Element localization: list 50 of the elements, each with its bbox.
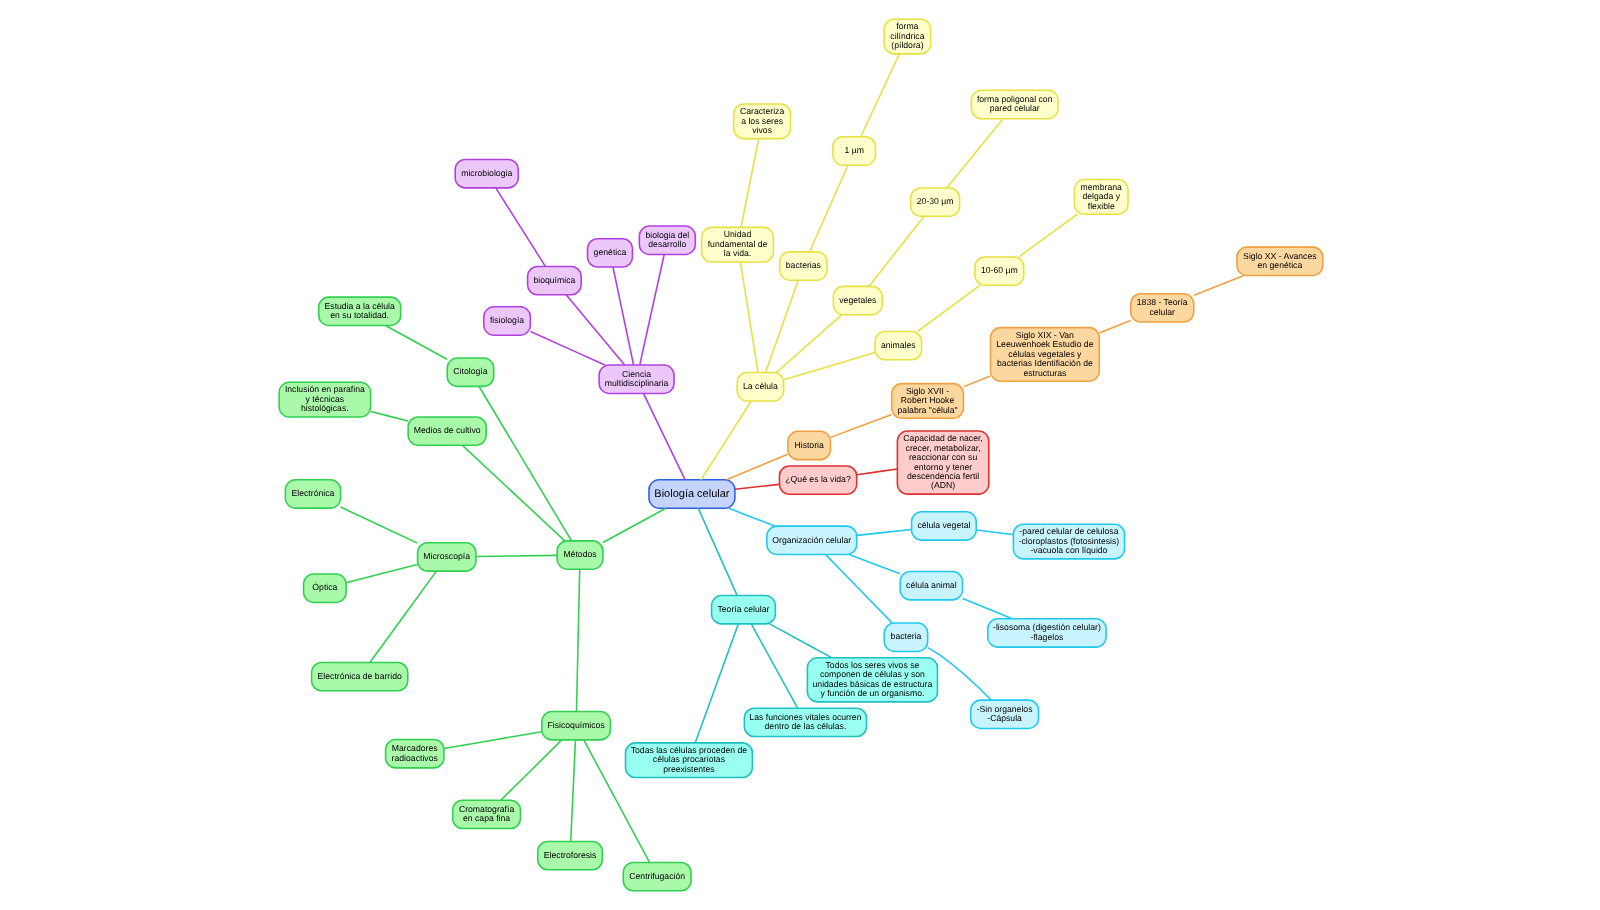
connector (763, 279, 799, 374)
connector (344, 563, 418, 584)
connector (369, 410, 408, 422)
connector (925, 646, 991, 701)
connector (738, 261, 758, 374)
connector (774, 314, 842, 374)
connector (460, 444, 565, 542)
connector (916, 284, 980, 333)
connector (739, 138, 759, 229)
connector (944, 117, 1003, 189)
connector (767, 623, 832, 659)
connector (477, 385, 572, 542)
connector (384, 324, 447, 361)
connector (733, 483, 780, 491)
connector (974, 529, 1014, 536)
connector (807, 164, 848, 253)
connector (442, 730, 542, 750)
connector (574, 568, 580, 713)
connector (855, 468, 897, 476)
connector (727, 507, 775, 527)
connector (855, 528, 912, 537)
connector (499, 739, 562, 801)
connector (961, 375, 991, 388)
connector (637, 253, 664, 366)
connector (828, 413, 892, 439)
connector (601, 507, 666, 544)
connector (749, 623, 798, 709)
connector (1192, 274, 1244, 297)
connector (528, 330, 605, 366)
connector (581, 739, 650, 864)
connector (960, 597, 1012, 620)
connector (847, 553, 900, 575)
connector (338, 506, 418, 544)
connector (724, 453, 788, 481)
connector (696, 507, 737, 597)
connector (1017, 213, 1078, 258)
connector (564, 294, 625, 366)
connector (859, 53, 900, 138)
connector (368, 570, 437, 663)
connector (568, 739, 576, 843)
connector (823, 553, 892, 624)
connector (641, 392, 685, 481)
connector (493, 187, 546, 268)
connector (782, 351, 875, 381)
connector (474, 554, 557, 558)
connector (611, 266, 634, 366)
connector (1097, 319, 1131, 334)
connector (867, 215, 924, 288)
connector (699, 400, 752, 481)
connector (693, 623, 739, 744)
